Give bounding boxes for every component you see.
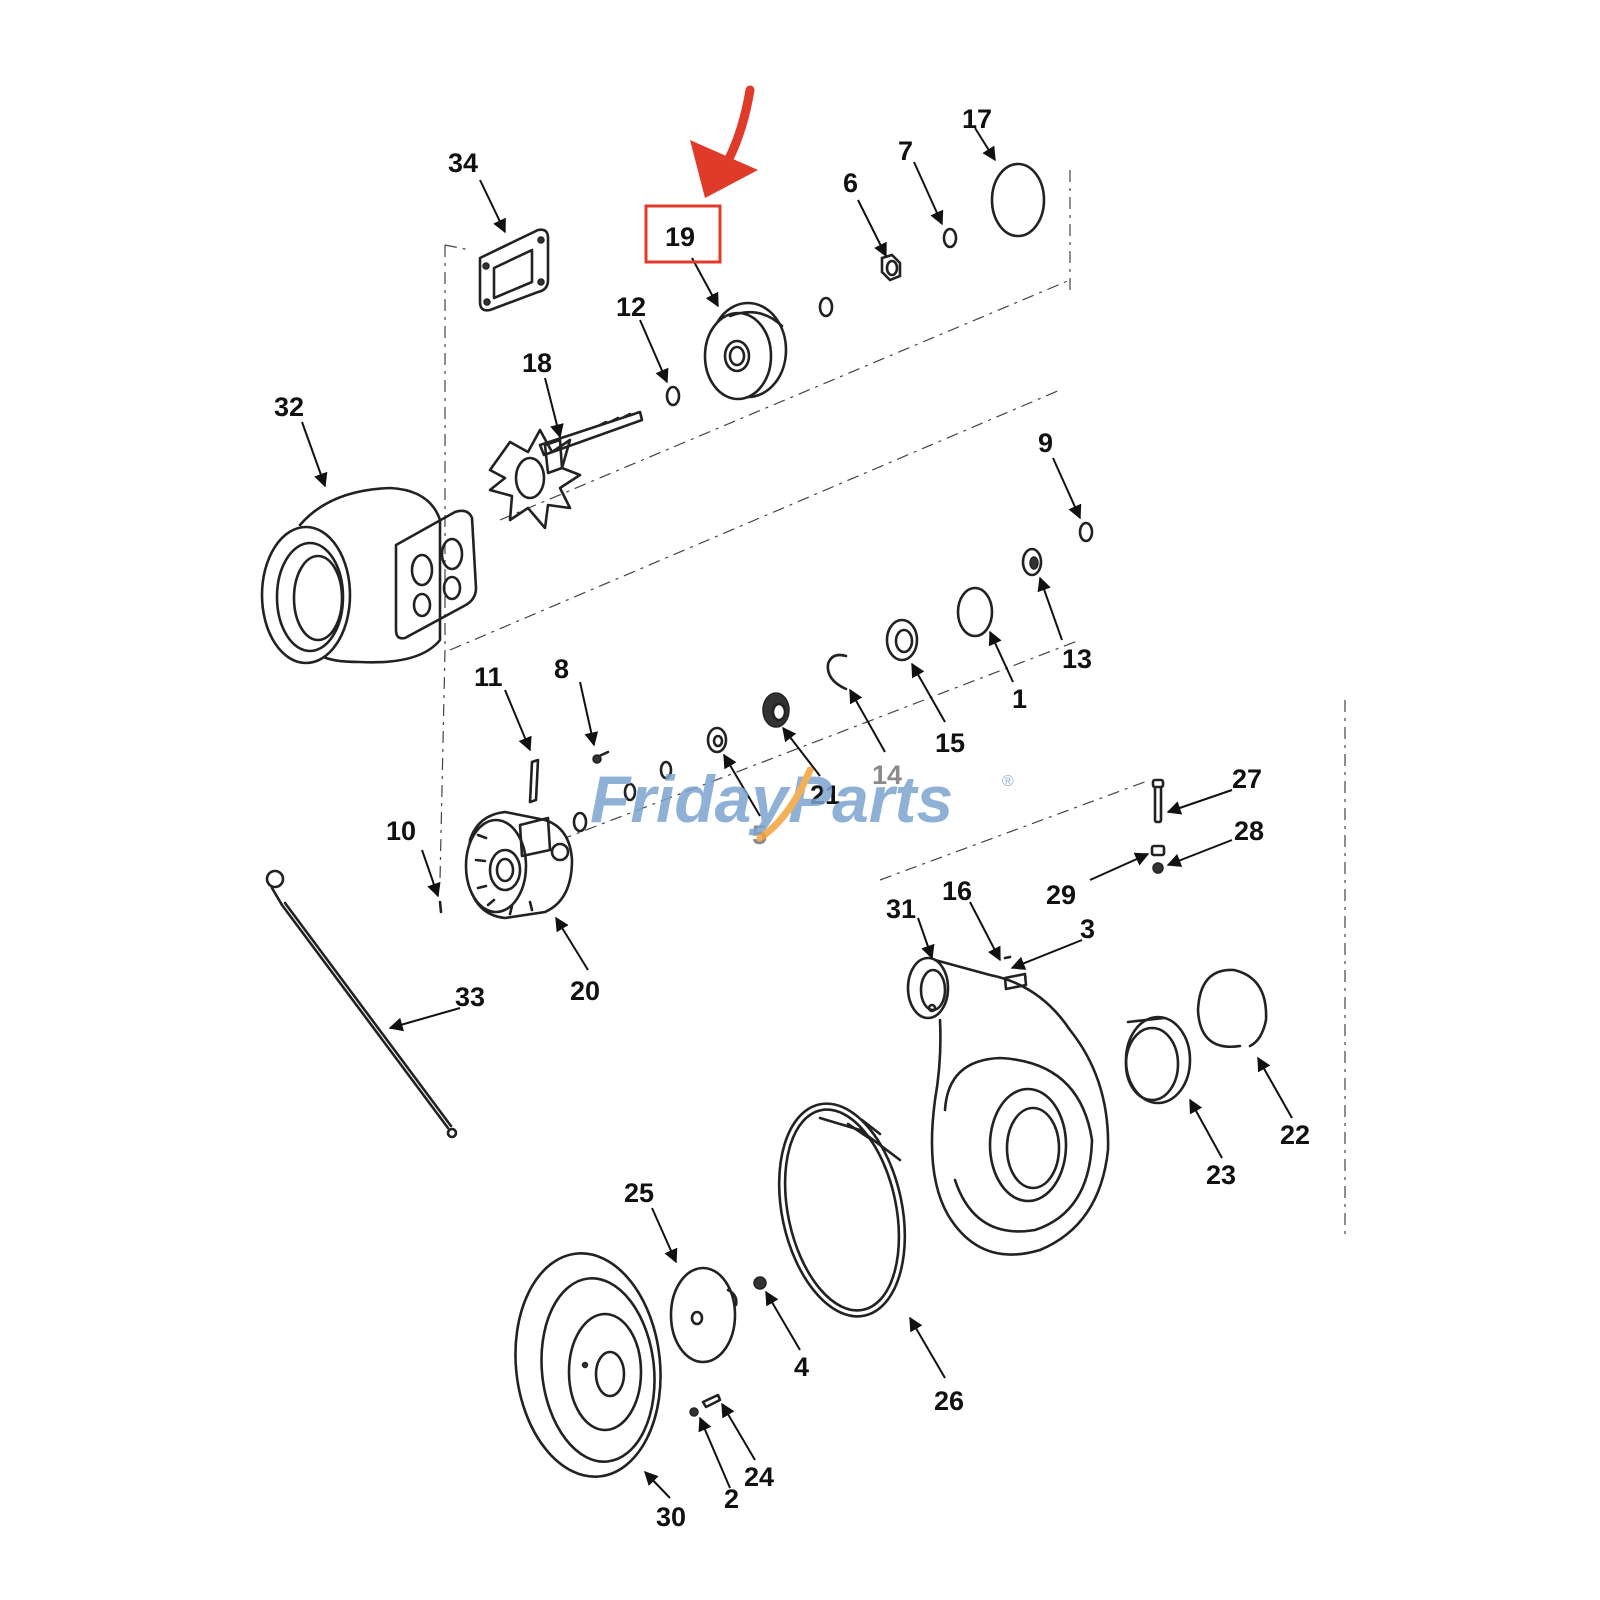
part-7-ring <box>942 227 958 249</box>
callout-labels: 34 19 17 7 6 12 18 32 9 13 1 15 14 11 8 … <box>274 104 1310 1532</box>
callout-9: 9 <box>1038 428 1053 458</box>
callout-4: 4 <box>794 1352 809 1382</box>
part-9-ring <box>1078 521 1094 543</box>
callout-27: 27 <box>1232 764 1262 794</box>
callout-20: 20 <box>570 976 600 1006</box>
callout-24: 24 <box>744 1462 774 1492</box>
part-30-backplate <box>514 1252 662 1478</box>
callout-15: 15 <box>935 728 965 758</box>
watermark-logo: FridayParts ® <box>590 762 1014 842</box>
callout-22: 22 <box>1280 1120 1310 1150</box>
callout-29: 29 <box>1046 880 1076 910</box>
part-2-washer <box>689 1407 699 1417</box>
part-24-screw <box>701 1393 722 1409</box>
watermark-brand-part2: Parts <box>788 762 953 836</box>
callout-2: 2 <box>724 1484 739 1514</box>
part-17-large-o-ring <box>990 162 1046 238</box>
part-11-clip <box>528 758 540 804</box>
callout-25: 25 <box>624 1178 654 1208</box>
callout-19: 19 <box>665 222 695 252</box>
part-25-seal <box>669 1266 738 1364</box>
callout-34: 34 <box>448 148 478 178</box>
part-18-turbine-wheel-shaft <box>488 410 644 530</box>
callout-7: 7 <box>898 136 913 166</box>
callout-21: 21 <box>810 780 840 810</box>
part-21-thrust-bearing <box>762 692 790 728</box>
part-14-retaining-ring <box>826 653 848 691</box>
part-26-v-band-clamp <box>777 1102 907 1318</box>
callout-13: 13 <box>1062 644 1092 674</box>
part-19-seal-plate <box>703 301 788 401</box>
svg-text:FridayParts: FridayParts <box>590 762 953 836</box>
part-4-nut <box>753 1276 767 1290</box>
watermark-accent-swoosh <box>756 766 814 842</box>
part-28-washer <box>1150 844 1166 857</box>
part-32-turbine-housing <box>260 486 478 665</box>
callout-18: 18 <box>522 348 552 378</box>
part-o-ring-mid-c <box>572 811 588 833</box>
callout-31: 31 <box>886 894 916 924</box>
part-34-gasket <box>478 228 550 312</box>
part-5-washer <box>706 726 728 754</box>
leader-lines <box>301 127 1293 1499</box>
part-15-seal-ring <box>885 618 919 662</box>
part-22-snap-ring <box>1196 968 1268 1049</box>
part-8-screw <box>592 750 610 764</box>
part-o-ring-upper <box>818 296 834 318</box>
callout-33: 33 <box>455 982 485 1012</box>
callout-6: 6 <box>843 168 858 198</box>
callout-3: 3 <box>1080 914 1095 944</box>
callout-14: 14 <box>872 760 902 790</box>
part-3-pin <box>1003 955 1012 960</box>
part-o-ring-mid-b <box>623 782 637 802</box>
callout-11: 11 <box>474 662 503 692</box>
callout-12: 12 <box>616 292 646 322</box>
watermark-brand-part1: Friday <box>590 762 791 836</box>
part-13-thrust-collar <box>1021 547 1043 577</box>
part-16-key <box>1003 972 1028 991</box>
part-20-bearing-housing <box>464 810 574 920</box>
part-10-pin <box>438 900 443 914</box>
watermark-registered-mark: ® <box>1002 773 1014 790</box>
callout-17: 17 <box>962 104 992 134</box>
highlight-box-19 <box>644 204 722 264</box>
part-6-nut <box>880 253 902 282</box>
part-23-insert-ring <box>1124 1015 1192 1105</box>
callout-1: 1 <box>1012 684 1027 714</box>
callout-23: 23 <box>1206 1160 1236 1190</box>
part-29-nut <box>1152 862 1164 874</box>
callout-8: 8 <box>554 654 569 684</box>
callout-10: 10 <box>386 816 416 846</box>
callout-30: 30 <box>656 1502 686 1532</box>
part-1-ring <box>956 586 994 638</box>
center-line-guides <box>439 170 1346 1240</box>
part-12-o-ring <box>665 385 681 407</box>
highlight-arrow <box>690 85 758 198</box>
callout-16: 16 <box>942 876 972 906</box>
callout-28: 28 <box>1234 816 1264 846</box>
part-31-compressor-housing <box>906 956 1110 1256</box>
part-27-bolt <box>1151 778 1165 824</box>
callout-32: 32 <box>274 392 304 422</box>
part-33-sensor-rod <box>265 869 458 1139</box>
part-o-ring-mid-a <box>659 760 673 780</box>
callout-26: 26 <box>934 1386 964 1416</box>
